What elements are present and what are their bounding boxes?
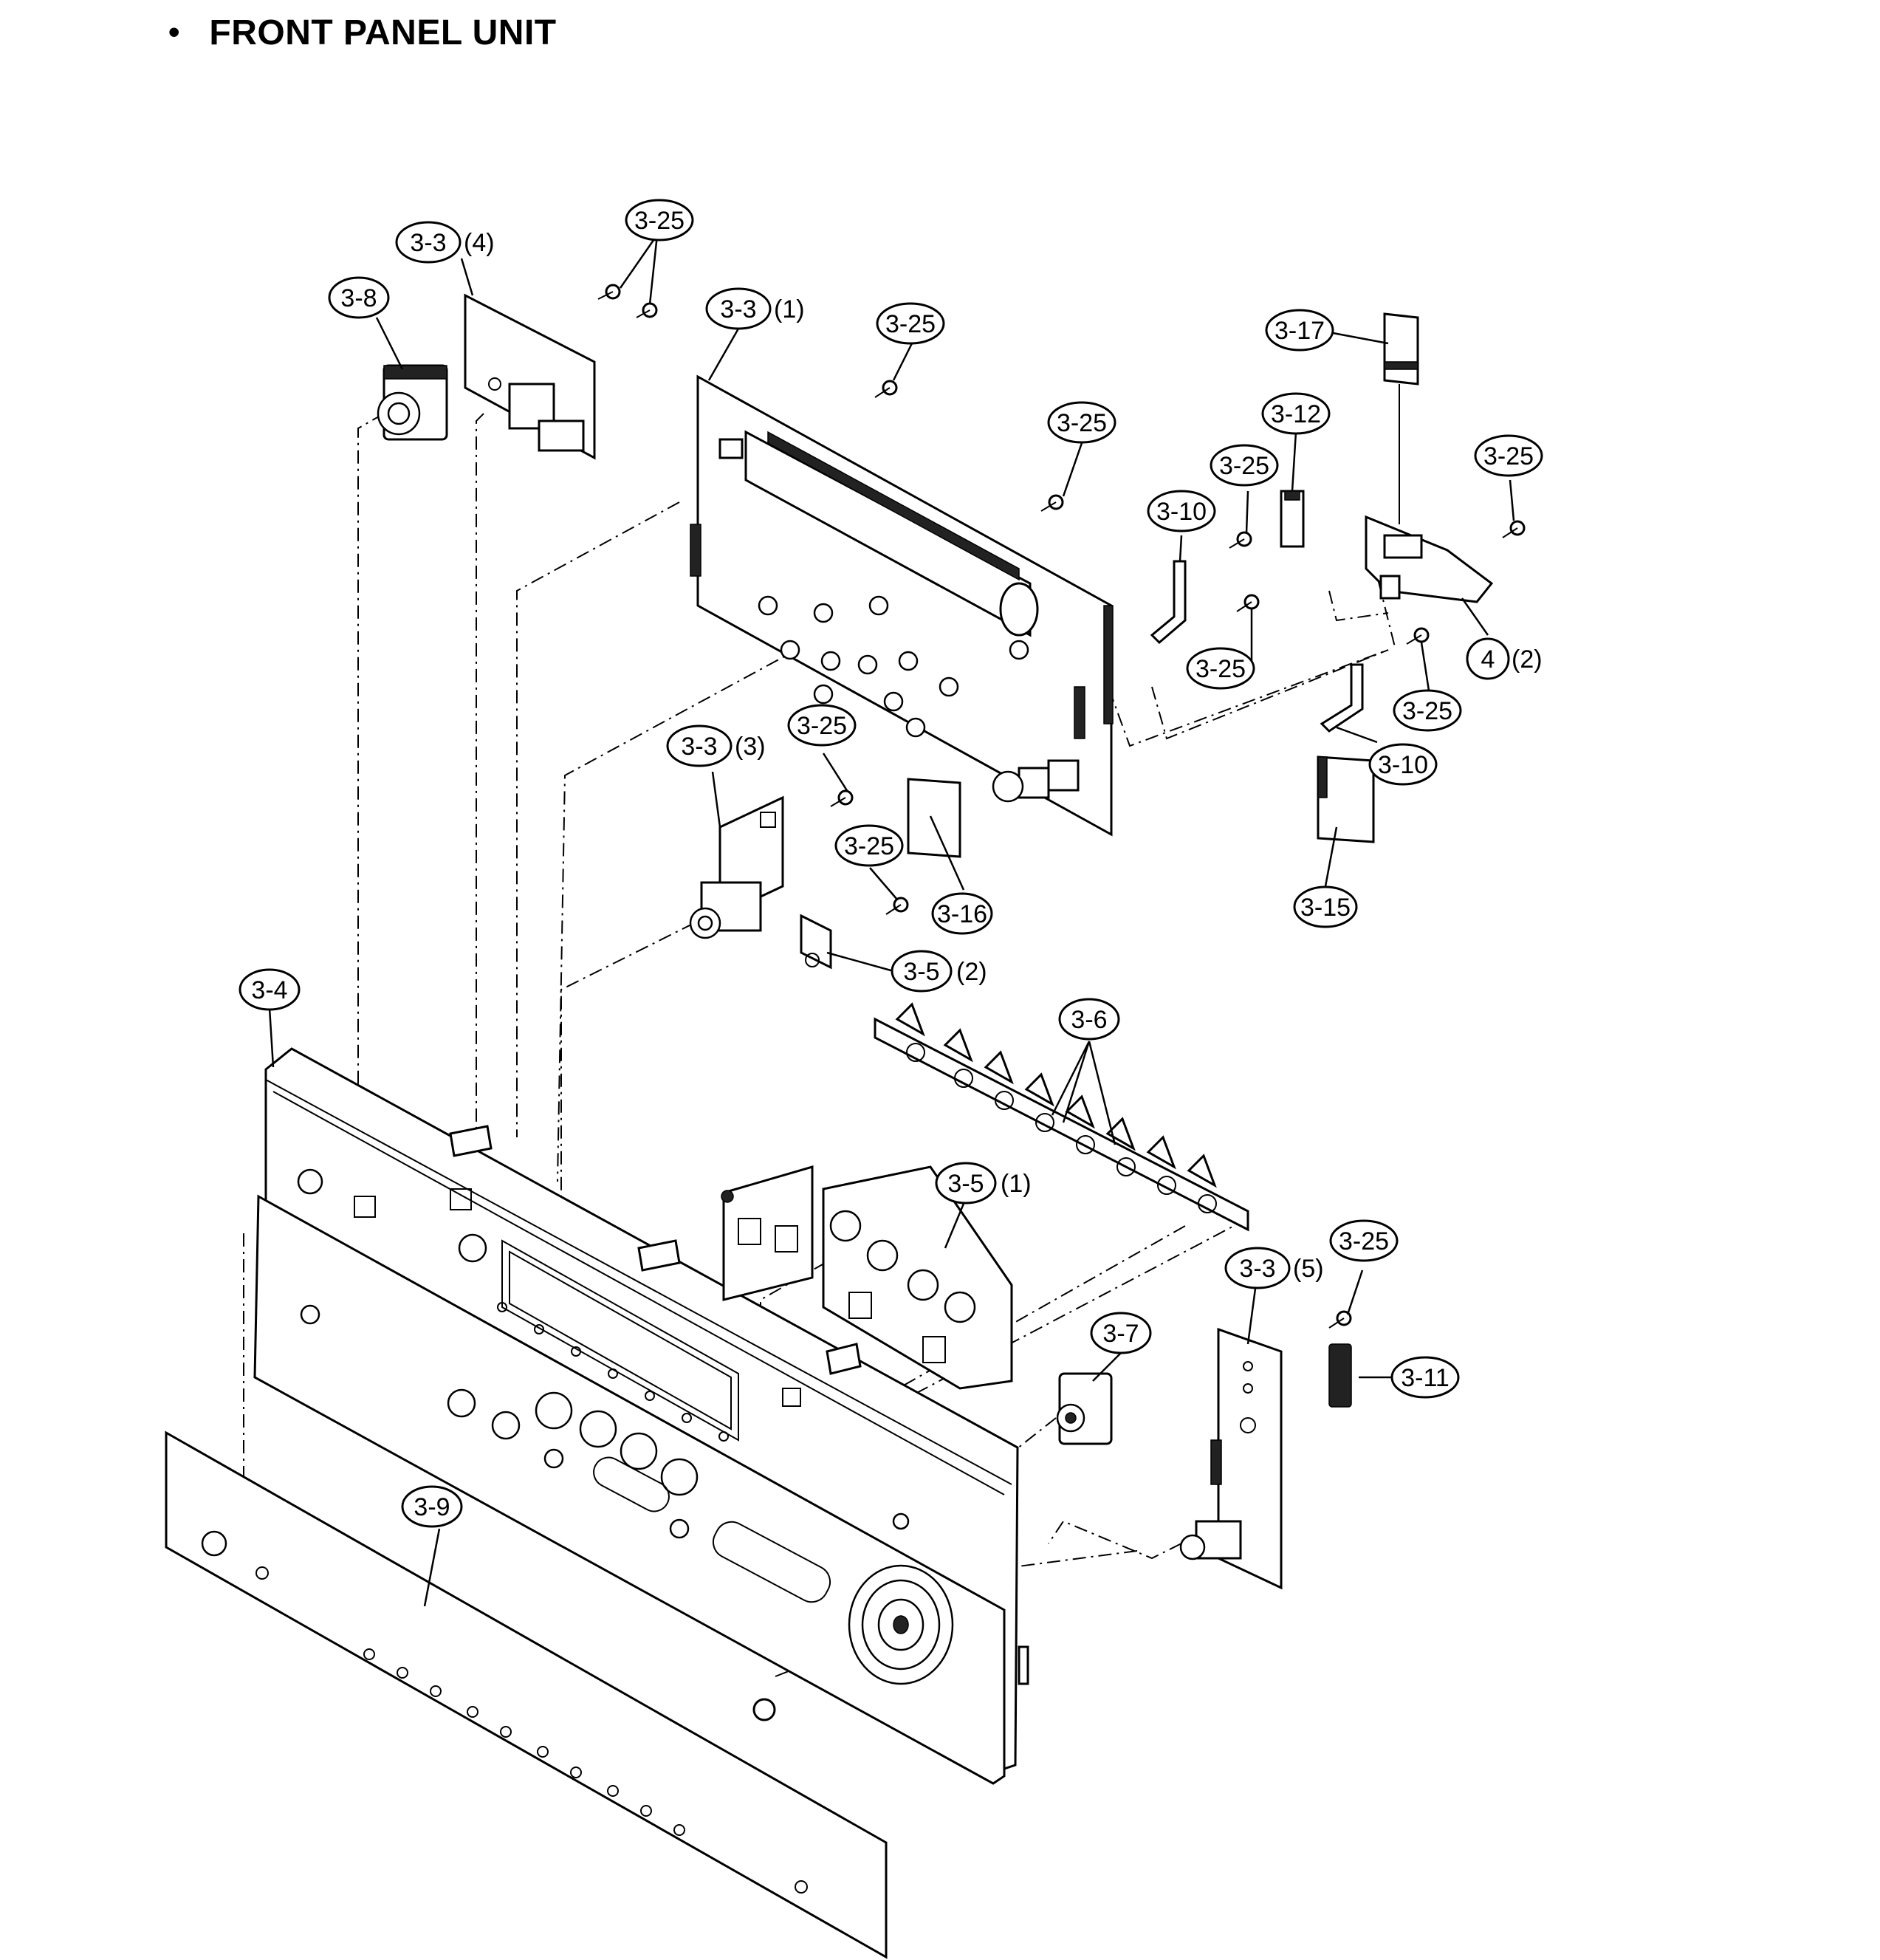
svg-text:(2): (2) (1512, 645, 1543, 674)
svg-text:3-5: 3-5 (903, 958, 939, 986)
callout-3-15: 3-15 (1293, 885, 1358, 928)
svg-text:3-8: 3-8 (340, 284, 377, 312)
knob-3-11 (1328, 1343, 1352, 1408)
callout-3-8: 3-8 (328, 276, 390, 319)
svg-text:3-25: 3-25 (1402, 697, 1452, 725)
svg-text:3-10: 3-10 (1156, 498, 1207, 526)
callout-3-25-b: 3-25 (876, 302, 945, 345)
callout-3-10-a: 3-10 (1147, 490, 1216, 532)
svg-text:3-10: 3-10 (1378, 751, 1428, 779)
callout-3-25-g: 3-25 (1393, 689, 1462, 732)
board-4-2 (1365, 515, 1494, 603)
cable-3-17 (1383, 312, 1419, 524)
callout-3-25-i: 3-25 (834, 824, 904, 867)
svg-text:3-12: 3-12 (1271, 400, 1321, 428)
callout-3-5-1: 3-5 (1) (935, 1162, 1032, 1205)
svg-text:3-25: 3-25 (1339, 1227, 1389, 1255)
svg-text:3-25: 3-25 (634, 207, 685, 235)
page-title: FRONT PANEL UNIT (209, 13, 557, 52)
callout-3-25-e: 3-25 (1474, 434, 1543, 477)
svg-text:3-4: 3-4 (251, 976, 287, 1004)
svg-text:(3): (3) (735, 733, 766, 761)
svg-text:3-5: 3-5 (947, 1170, 984, 1198)
callout-3-25-c: 3-25 (1047, 401, 1116, 444)
callout-3-11: 3-11 (1390, 1356, 1460, 1399)
svg-text:3-11: 3-11 (1401, 1364, 1450, 1392)
callout-3-10-b: 3-10 (1368, 743, 1438, 786)
bullet-icon: • (168, 14, 180, 50)
svg-text:3-15: 3-15 (1300, 894, 1351, 922)
callout-4-2: 4 (2) (1466, 637, 1543, 680)
svg-text:3-3: 3-3 (720, 295, 756, 323)
svg-text:3-7: 3-7 (1102, 1320, 1139, 1348)
svg-text:3-3: 3-3 (1239, 1255, 1275, 1283)
front-window-strip (165, 1430, 888, 1959)
svg-text:3-25: 3-25 (1195, 655, 1246, 683)
svg-text:(1): (1) (1001, 1170, 1032, 1198)
svg-text:4: 4 (1481, 645, 1495, 674)
svg-text:3-6: 3-6 (1071, 1006, 1107, 1034)
bracket-3-5-2 (800, 914, 832, 970)
callout-3-25-f: 3-25 (1186, 647, 1255, 690)
svg-text:(4): (4) (464, 229, 495, 257)
front-panel-body (253, 1047, 1029, 1785)
svg-text:3-25: 3-25 (844, 832, 894, 860)
svg-text:3-9: 3-9 (414, 1493, 450, 1521)
leader-lines (268, 234, 1515, 1607)
callout-3-6: 3-6 (1058, 998, 1120, 1041)
callout-3-4: 3-4 (239, 968, 301, 1011)
svg-text:3-25: 3-25 (1057, 409, 1107, 437)
switch-rail-3-6 (874, 1002, 1249, 1232)
callout-3-3-4: 3-3 (4) (395, 221, 495, 264)
callout-3-5-2: 3-5 (2) (891, 950, 987, 993)
screws (597, 284, 1526, 1721)
callout-3-3-1: 3-3 (1) (705, 287, 805, 330)
callout-3-12: 3-12 (1261, 392, 1331, 435)
svg-text:3-3: 3-3 (681, 733, 717, 761)
jack-3-8 (377, 364, 448, 441)
callout-3-25-h: 3-25 (787, 704, 857, 747)
callout-3-3-5: 3-3 (5) (1224, 1247, 1324, 1289)
callout-3-25-d: 3-25 (1210, 444, 1279, 487)
callout-3-25-a: 3-25 (625, 199, 694, 241)
svg-text:(1): (1) (774, 295, 805, 323)
svg-text:(5): (5) (1293, 1255, 1324, 1283)
callout-3-16: 3-16 (931, 892, 993, 935)
callout-3-25-j: 3-25 (1329, 1219, 1399, 1262)
board-3 (689, 795, 784, 939)
svg-text:(2): (2) (956, 958, 987, 986)
svg-text:3-25: 3-25 (1483, 442, 1534, 470)
callout-3-3-3: 3-3 (3) (666, 724, 766, 767)
svg-text:3-16: 3-16 (937, 900, 987, 928)
flat-cables (907, 755, 1375, 858)
button-block-3-5-1 (721, 1165, 1013, 1390)
svg-text:3-25: 3-25 (797, 712, 847, 740)
page-header: • FRONT PANEL UNIT (168, 10, 557, 55)
main-display-board (690, 374, 1114, 837)
board-5 (1179, 1327, 1283, 1590)
callout-3-17: 3-17 (1265, 309, 1334, 352)
svg-text:3-3: 3-3 (410, 229, 446, 257)
callout-3-7: 3-7 (1090, 1312, 1152, 1354)
board-4 (464, 293, 596, 460)
brackets-3-10 (1150, 560, 1364, 733)
jack-3-7 (1056, 1372, 1113, 1445)
part-3-12 (1280, 490, 1305, 548)
svg-text:3-25: 3-25 (1219, 452, 1269, 480)
callout-3-9: 3-9 (401, 1485, 463, 1528)
svg-text:3-25: 3-25 (885, 310, 936, 338)
svg-text:3-17: 3-17 (1275, 317, 1325, 345)
